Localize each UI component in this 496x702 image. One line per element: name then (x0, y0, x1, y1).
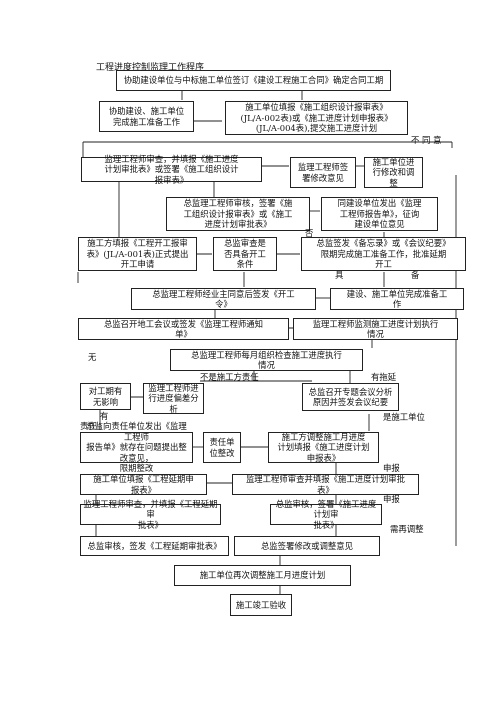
step-chief-extension-approval: 总监审核，签发《工程延期审批表》 (80, 536, 229, 556)
label-yes: 有 (100, 411, 109, 421)
label-responsibility: 责任 (80, 421, 97, 431)
label-apply-2: 申报 (383, 494, 400, 504)
step-complete-preparation: 建设、施工单位完成准备工 作 (330, 288, 464, 310)
step-kickoff-meeting: 总监召开地工会议或签发《监理工程师通知 单》 (78, 318, 289, 340)
label-ju: 具 (335, 270, 344, 280)
label-bei: 备 (411, 270, 420, 280)
step-special-meeting: 总监召开专题会议分析 原因并签发会议纪要 (302, 383, 399, 411)
label-no: 否 (305, 228, 314, 238)
label-is-contractor: 是施工单位 (383, 412, 425, 422)
step-sign-contract: 协助建设单位与中标施工单位签订《建设工程施工合同》确定合同工期 (116, 70, 391, 91)
label-none: 无 (88, 352, 97, 362)
step-monthly-inspection: 总监理工程师每月组织检查施工进度执行 情况 (170, 349, 363, 371)
step-consult-owner: 同建设单位发出《监理 工程师报告单》，征询 建设单位意见 (321, 197, 438, 231)
step-engineer-schedule-approval: 监理工程师审查并填报《施工进度计划审批 表》 (232, 474, 419, 495)
label-disagree: 不 同 意 (411, 135, 442, 145)
step-chief-approve: 总监理工程师审核，签署《施 工组织设计报审表》或《施工 进度计划审批表》 (166, 197, 310, 231)
step-monitor-progress: 监理工程师监测施工进度计划执行 情况 (293, 318, 458, 340)
step-check-conditions: 总监审查是 否具备开工 条件 (213, 237, 277, 271)
step-party-rectify: 责任单 位整改 (203, 432, 241, 463)
label-not-contractor: 不是施工方责任 (200, 372, 259, 382)
step-memo-deadline: 总监签发《备忘录》或《会议纪要》 限期完成施工准备工作，批准延期 开工 (301, 237, 466, 271)
step-engineer-extension-review: 监理工程师审查，并填报《工程延期审 批表》 (80, 499, 221, 530)
label-apply-1: 申报 (383, 463, 400, 473)
step-engineer-comments: 监理工程师签 署修改意见 (290, 157, 356, 188)
step-adjust-monthly-plan: 施工方调整施工月进度 计划填报《施工进度计划 申报表》 (268, 432, 379, 463)
step-chief-schedule-approval: 总监审核，签署《施工进度计划审 批表》 (270, 499, 382, 530)
step-schedule-impact: 对工期有 无影响 (80, 383, 131, 410)
step-engineer-review: 监理工程师审查，并填报《施工进度 计划审批表》或签署《施工组织设计 报审表》 (81, 154, 262, 185)
step-start-application: 施工方填报《工程开工报审 表》(JL/A-001表)正式提出 开工申请 (78, 237, 197, 271)
diagram-title: 工程进度控制监理工作程序 (96, 63, 205, 73)
step-contractor-revise: 施工单位进 行修改和调 整 (364, 157, 423, 188)
step-submit-schedule: 施工单位填报《施工组织设计报审表》 (JL/A-002表)或《施工进度计划申报表… (225, 101, 408, 135)
step-extension-application: 施工单位填报《工程延期申 报表》 (80, 474, 207, 495)
label-delay: 有拖延 (371, 372, 397, 382)
step-completion-acceptance: 施工竣工验收 (230, 594, 292, 616)
step-rectification-notice: 总监向责任单位发出《监理工程师 报告单》就存在问题提出整改意见， 限期整改 (80, 421, 193, 473)
label-need-adjust: 需再调整 (390, 524, 424, 534)
step-readjust-monthly-plan: 施工单位再次调整施工月进度计划 (174, 565, 351, 586)
step-start-order: 总监理工程师经业主同意后签发《开工 令》 (131, 288, 316, 310)
step-deviation-analysis: 监理工程师进 行进度偏差分 析 (143, 383, 204, 414)
step-assist-preparation: 协助建设、施工单位 完成施工准备工作 (99, 101, 194, 132)
step-chief-adjust-comments: 总监签署修改或调整意见 (234, 536, 380, 556)
